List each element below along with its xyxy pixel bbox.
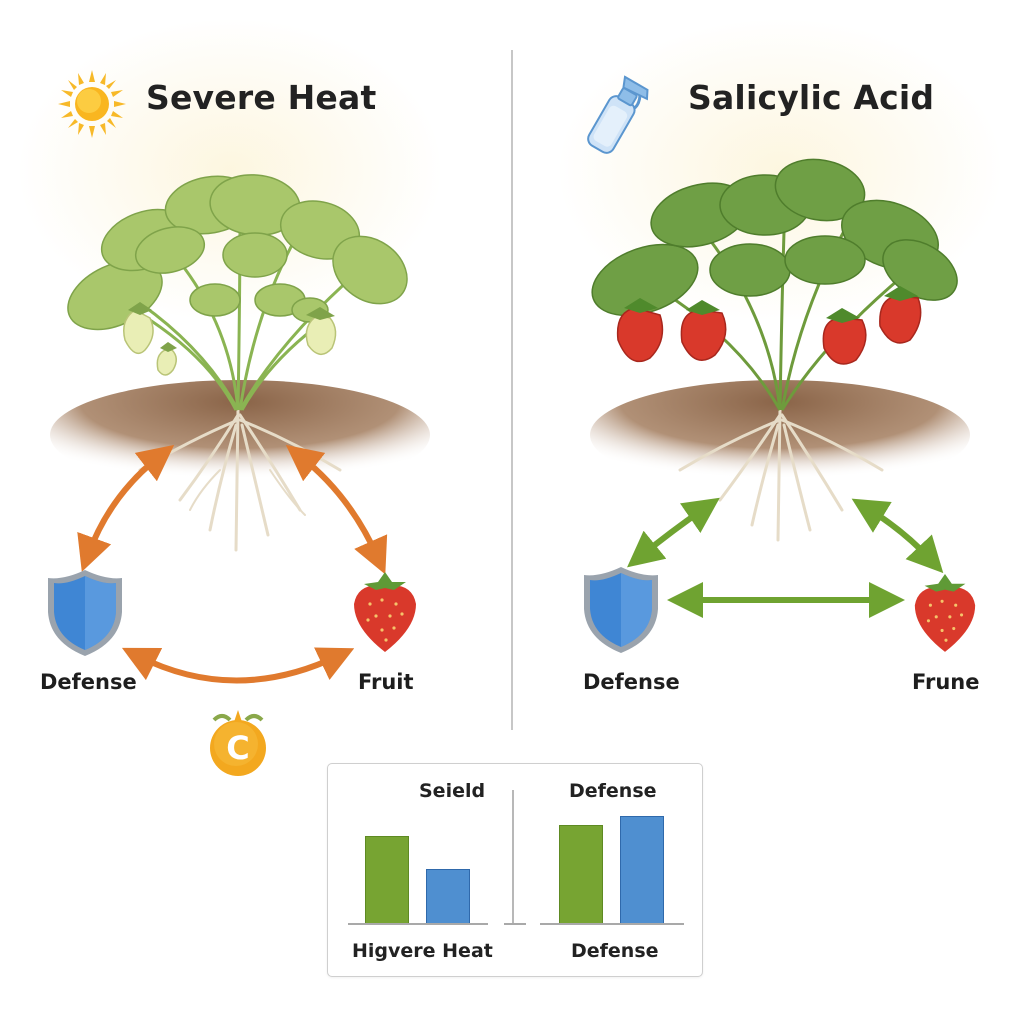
left-chart-xlabel: Higvere Heat [352,940,493,962]
left-panel: Severe Heat [0,0,510,776]
fruit-strawberry-icon [914,574,976,652]
left-panel-title: Severe Heat [146,78,377,117]
right-panel: Salicylic Acid [513,0,1024,760]
healthy-strawberry-plant [590,158,970,542]
heat-tradeoff-arrows [77,444,388,684]
right-chart-baseline [540,923,684,925]
chart-separator-tick [504,923,526,925]
right-chart-xlabel: Defense [571,940,659,962]
left-green-bar [365,836,409,924]
right-chart-title: Defense [569,780,657,802]
spray-bottle-icon [587,75,649,154]
vitamin-c-badge-icon: C [210,710,266,776]
left-defense-label: Defense [40,670,137,694]
right-green-bar [559,825,603,924]
right-panel-title: Salicylic Acid [688,78,935,117]
left-fruit-label: Fruit [358,670,414,694]
comparison-bar-chart: Seield Defense Higvere Heat Defense [327,763,703,977]
right-fruit-label: Frune [912,670,980,694]
left-chart-plot [348,814,488,924]
salicylic-balance-arrows [627,497,944,618]
sun-icon [58,70,126,138]
panel-divider [511,50,513,730]
left-blue-bar [426,869,470,924]
defense-shield-icon [48,570,122,656]
left-chart-baseline [348,923,488,925]
left-chart-title: Seield [419,780,486,802]
fruit-strawberry-icon [354,572,416,652]
svg-text:C: C [226,729,249,767]
right-blue-bar [620,816,664,924]
right-chart-plot [540,814,684,924]
chart-separator [512,790,514,924]
defense-shield-icon [584,567,658,653]
right-defense-label: Defense [583,670,680,694]
